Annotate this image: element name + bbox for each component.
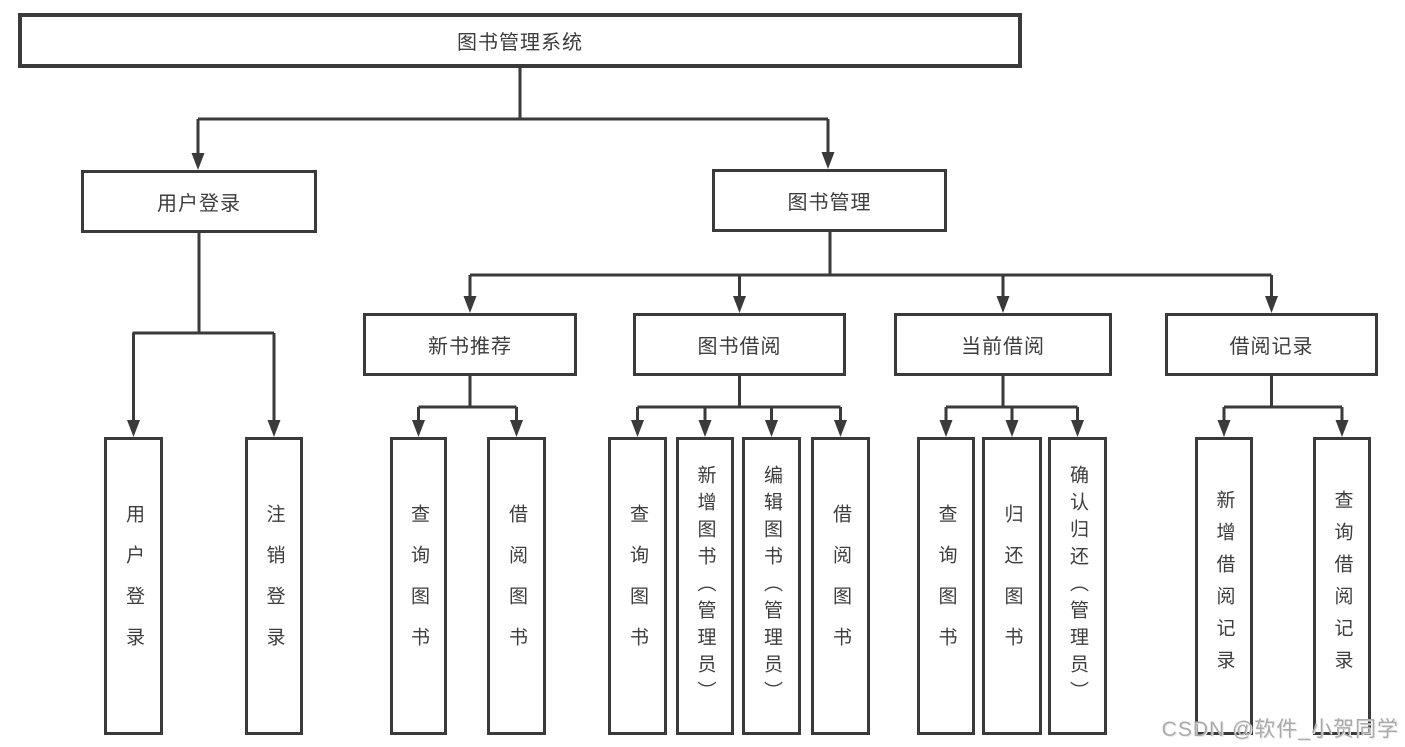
leaf-logout: 注销登录 (245, 437, 303, 735)
leaf-add-borrow-record: 新增借阅记录 (1195, 437, 1253, 735)
arrow-icon (765, 420, 778, 437)
arrow-icon (939, 420, 953, 437)
node-book-borrow: 图书借阅 (633, 313, 846, 376)
arrow-icon (1217, 420, 1231, 437)
arrow-icon (1265, 296, 1278, 313)
arrow-icon (698, 420, 712, 437)
leaf-query-books: 查询图书 (608, 437, 667, 735)
leaf-query-books: 查询图书 (390, 437, 447, 735)
node-system-root: 图书管理系统 (18, 13, 1022, 68)
edge-login-to-leaves (132, 233, 276, 424)
edge-records-to-leaves (1222, 376, 1344, 424)
leaf-query-borrow-record: 查询借阅记录 (1313, 437, 1371, 735)
node-current-borrow: 当前借阅 (894, 313, 1112, 376)
arrowheads (127, 152, 1349, 437)
leaf-confirm-return-admin: 确认归还（管理员） (1048, 437, 1107, 735)
arrow-icon (267, 420, 281, 437)
arrow-icon (1005, 420, 1019, 437)
node-borrow-records: 借阅记录 (1165, 313, 1378, 376)
leaf-query-books: 查询图书 (917, 437, 975, 735)
arrow-icon (412, 420, 425, 437)
arrow-icon (834, 420, 847, 437)
connector-stems (132, 68, 1344, 424)
arrow-icon (996, 296, 1010, 313)
arrow-icon (821, 152, 835, 169)
arrow-icon (191, 153, 205, 170)
arrow-icon (463, 296, 477, 313)
edge-recommend-to-leaves (417, 376, 518, 424)
arrow-icon (127, 420, 140, 437)
csdn-watermark: CSDN @软件_小贺同学 (1161, 718, 1399, 741)
edge-borrow-to-leaves (636, 376, 842, 424)
edge-management-to-level3 (468, 232, 1273, 300)
leaf-add-books-admin: 新增图书（管理员） (676, 437, 734, 735)
node-new-book-recommend: 新书推荐 (363, 313, 577, 376)
arrow-icon (733, 296, 746, 313)
node-book-management: 图书管理 (712, 169, 947, 232)
arrow-icon (510, 420, 523, 437)
node-user-login: 用户登录 (81, 170, 317, 233)
leaf-borrow-books: 借阅图书 (487, 437, 546, 735)
edge-root-to-level2 (196, 68, 830, 156)
arrow-icon (1335, 420, 1349, 437)
leaf-edit-books-admin: 编辑图书（管理员） (742, 437, 801, 735)
leaf-borrow-books: 借阅图书 (811, 437, 870, 735)
edge-current-to-leaves (944, 376, 1079, 424)
arrow-icon (631, 420, 644, 437)
arrow-icon (1071, 420, 1084, 437)
leaf-user-login: 用户登录 (104, 437, 163, 735)
leaf-return-books: 归还图书 (982, 437, 1042, 735)
